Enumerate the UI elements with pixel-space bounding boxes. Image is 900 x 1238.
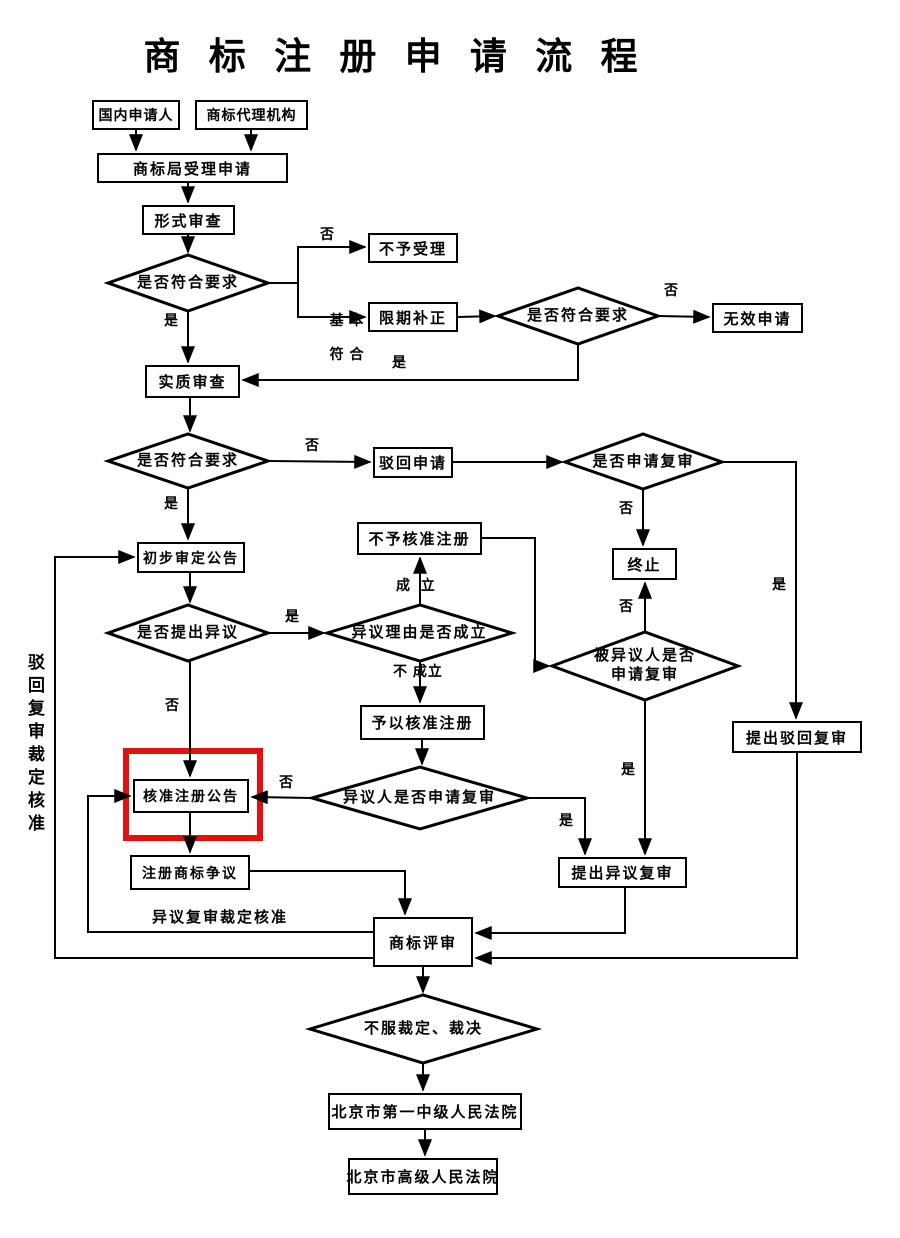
edge-label-no-apply-review: 否 <box>619 500 634 516</box>
node-reject-application: 驳回申请 <box>373 447 453 478</box>
decision-label-correction-meets-requirements: 是否符合要求 <box>526 307 629 324</box>
decision-objection-valid <box>321 603 518 663</box>
edge-label-no-substantive: 否 <box>305 437 320 453</box>
node-domestic-applicant: 国内申请人 <box>92 100 180 130</box>
edge-label-yes-return: 是 <box>392 354 407 370</box>
node-trademark-review: 商标评审 <box>373 917 473 967</box>
node-approval-announcement: 核准注册公告 <box>133 779 249 813</box>
node-substantive-examination: 实质审查 <box>145 365 240 398</box>
edge-label-basically: 基 本 <box>329 312 365 328</box>
edge-label-rejection-review-ruling-approved: 驳回复审裁定核准 <box>25 653 44 837</box>
node-registration-not-approved: 不予核准注册 <box>357 522 482 555</box>
node-terminate: 终止 <box>612 548 677 580</box>
edge-label-yes-apply-review: 是 <box>772 576 787 592</box>
decision-label-substantive-meets-requirements: 是否符合要求 <box>136 452 239 469</box>
decision-label-objection-valid: 异议理由是否成立 <box>351 624 488 641</box>
edge-label-yes-objector-review: 是 <box>559 812 574 828</box>
node-office-accept-application: 商标局受理申请 <box>97 153 288 183</box>
decision-label-objector-review: 异议人是否申请复审 <box>342 789 496 806</box>
node-file-objection-review: 提出异议复审 <box>558 857 687 888</box>
edge-label-no-objector-review: 否 <box>279 774 294 790</box>
node-not-accepted: 不予受理 <box>368 233 458 263</box>
page-title: 商 标 注 册 申 请 流 程 <box>143 36 647 77</box>
edge-label-objection-invalid: 不 成立 <box>393 663 443 679</box>
edge-label-yes-opposed-review: 是 <box>621 761 636 777</box>
decision-dissatisfied-ruling <box>304 993 543 1065</box>
node-correction-within-time: 限期补正 <box>368 302 458 332</box>
edge-label-basically-conform: 基 本 符 合 <box>310 295 364 380</box>
node-invalid-application: 无效申请 <box>712 303 803 333</box>
node-formal-examination: 形式审查 <box>142 205 235 235</box>
decision-label-opposed-party-review: 被异议人是否 申请复审 <box>552 646 738 684</box>
node-preliminary-announcement: 初步审定公告 <box>137 542 245 573</box>
edge-label-yes-formal: 是 <box>164 312 179 328</box>
edge-label-no-opposed-review: 否 <box>619 598 634 614</box>
edge-label-yes-substantive: 是 <box>164 495 179 511</box>
decision-label-objection-raised: 是否提出异议 <box>136 624 239 641</box>
edge-label-no-objection: 否 <box>165 697 180 713</box>
node-beijing-higher-court: 北京市高级人民法院 <box>347 1158 498 1195</box>
edge-label-objection-valid: 成 立 <box>396 577 436 593</box>
edge-label-no-correction: 否 <box>664 282 679 298</box>
decision-opposed-party-review <box>547 630 743 702</box>
decision-diamonds <box>103 253 743 1065</box>
edge-label-yes-objection: 是 <box>285 608 300 624</box>
node-trademark-agency: 商标代理机构 <box>195 100 308 130</box>
edge-label-objection-review-ruling-approved: 异议复审裁定核准 <box>152 909 289 926</box>
decision-label-opposed-party-review-line2: 申请复审 <box>610 666 679 683</box>
edge-label-no-formal: 否 <box>320 226 335 242</box>
node-registration-approved: 予以核准注册 <box>360 705 485 740</box>
decision-label-apply-for-review: 是否申请复审 <box>592 453 695 470</box>
node-registered-trademark-dispute: 注册商标争议 <box>130 855 250 890</box>
node-file-rejection-review: 提出驳回复审 <box>732 721 862 753</box>
decision-label-dissatisfied-ruling: 不服裁定、裁决 <box>363 1020 483 1037</box>
decision-label-formal-meets-requirements: 是否符合要求 <box>136 274 239 291</box>
decision-label-opposed-party-review-line1: 被异议人是否 <box>593 647 696 664</box>
flow-edges <box>54 130 803 1157</box>
node-beijing-intermediate-court: 北京市第一中级人民法院 <box>328 1093 522 1130</box>
edge-label-conform: 符 合 <box>329 346 365 362</box>
